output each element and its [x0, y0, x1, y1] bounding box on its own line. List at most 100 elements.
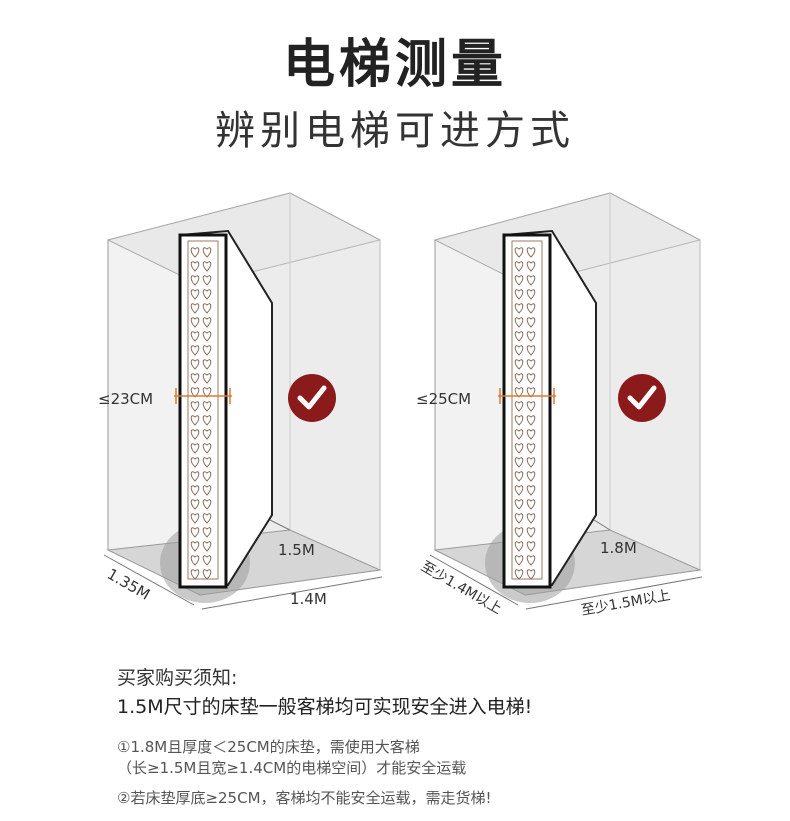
mattress-loop: [514, 541, 524, 552]
mattress-loop: [526, 401, 536, 412]
mattress-loop: [190, 499, 200, 510]
thickness-label-left: ≤23CM: [98, 390, 153, 408]
mattress-loop: [190, 485, 200, 496]
mattress-loop: [190, 555, 200, 566]
mattress-loop: [514, 569, 524, 580]
mattress-loop: [526, 317, 536, 328]
mattress-loop: [514, 429, 524, 440]
notes-item-2: ②若床垫厚底≥25CM，客梯均不能安全运载，需走货梯!: [117, 789, 492, 807]
mattress-loop: [190, 373, 200, 384]
mattress-loop: [514, 387, 524, 398]
elevator-illustration-left: ≤23CM 1.5M 1.4M 1.35M: [98, 192, 383, 610]
mattress-loop: [190, 471, 200, 482]
mattress-loop: [526, 247, 536, 258]
mattress-loop: [202, 415, 212, 426]
mattress-loop: [190, 345, 200, 356]
mattress-loop: [190, 457, 200, 468]
mattress-loop: [526, 289, 536, 300]
mattress-loop: [202, 345, 212, 356]
mattress-loop: [190, 541, 200, 552]
mattress-loop: [526, 345, 536, 356]
check-icon: [627, 385, 657, 410]
mattress-loop: [514, 527, 524, 538]
mattress-loop: [526, 485, 536, 496]
mattress-loop: [514, 359, 524, 370]
mattress-loop: [514, 555, 524, 566]
mattress-loop: [190, 303, 200, 314]
mattress-loop: [202, 443, 212, 454]
mattress-loop: [202, 387, 212, 398]
mattress-loop: [514, 275, 524, 286]
height-label-left: 1.5M: [278, 541, 315, 559]
mattress-loop: [202, 331, 212, 342]
mattress-loop: [202, 527, 212, 538]
mattress-loop: [190, 289, 200, 300]
notes-item-1-line-2: （长≥1.5M且宽≥1.4CM的电梯空间）才能安全运载: [117, 759, 467, 777]
mattress-loop: [526, 471, 536, 482]
check-badge-left: [288, 374, 336, 422]
height-label-right: 1.8M: [600, 539, 637, 557]
mattress-loop: [514, 401, 524, 412]
mattress-loop: [526, 261, 536, 272]
mattress-loop: [202, 317, 212, 328]
mattress-loop: [526, 527, 536, 538]
mattress-loop: [202, 275, 212, 286]
mattress-loop: [514, 499, 524, 510]
mattress-loop: [526, 569, 536, 580]
thickness-label-right: ≤25CM: [416, 390, 471, 408]
mattress-loop: [514, 471, 524, 482]
mattress-loop: [202, 373, 212, 384]
mattress-loop: [514, 317, 524, 328]
mattress-loop: [526, 415, 536, 426]
mattress-loop: [190, 443, 200, 454]
mattress-loop: [190, 429, 200, 440]
width-label-right: 至少1.5M以上: [580, 587, 672, 618]
mattress-loop: [202, 485, 212, 496]
mattress-loop: [202, 471, 212, 482]
mattress-loop: [526, 429, 536, 440]
mattress-loop: [514, 345, 524, 356]
mattress-pattern-left: [190, 247, 212, 580]
mattress-loop: [190, 331, 200, 342]
check-icon: [297, 385, 327, 410]
mattress-loop: [202, 569, 212, 580]
mattress-loop: [526, 513, 536, 524]
mattress-loop: [514, 373, 524, 384]
mattress-loop: [514, 513, 524, 524]
mattress-loop: [526, 443, 536, 454]
mattress-loop: [202, 303, 212, 314]
mattress-loop: [526, 275, 536, 286]
mattress-loop: [202, 247, 212, 258]
mattress-loop: [202, 513, 212, 524]
mattress-loop: [190, 527, 200, 538]
mattress-loop: [202, 261, 212, 272]
notes-title: 买家购买须知:: [117, 667, 238, 689]
mattress-loop: [526, 499, 536, 510]
mattress-loop: [202, 429, 212, 440]
mattress-loop: [526, 541, 536, 552]
mattress-loop: [190, 569, 200, 580]
mattress-loop: [514, 289, 524, 300]
mattress-loop: [202, 401, 212, 412]
mattress-loop: [526, 359, 536, 370]
mattress-loop: [190, 247, 200, 258]
width-label-left: 1.4M: [290, 590, 327, 608]
elevator-scene-right: ≤25CM 1.8M 至少1.5M以上 至少1.4M以上: [410, 185, 720, 629]
mattress-loop: [514, 261, 524, 272]
mattress-loop: [526, 373, 536, 384]
mattress-loop: [514, 415, 524, 426]
mattress-loop: [202, 541, 212, 552]
mattress-loop: [526, 387, 536, 398]
mattress-loop: [514, 331, 524, 342]
mattress-loop: [190, 317, 200, 328]
mattress-loop: [190, 513, 200, 524]
mattress-loop: [526, 457, 536, 468]
mattress-loop: [190, 275, 200, 286]
mattress-loop: [514, 485, 524, 496]
mattress-loop: [514, 457, 524, 468]
mattress-loop: [514, 247, 524, 258]
mattress-loop: [514, 443, 524, 454]
mattress-loop: [202, 555, 212, 566]
notes-item-1-line-1: ①1.8M且厚度＜25CM的床垫，需使用大客梯: [117, 738, 420, 756]
mattress-loop: [202, 457, 212, 468]
